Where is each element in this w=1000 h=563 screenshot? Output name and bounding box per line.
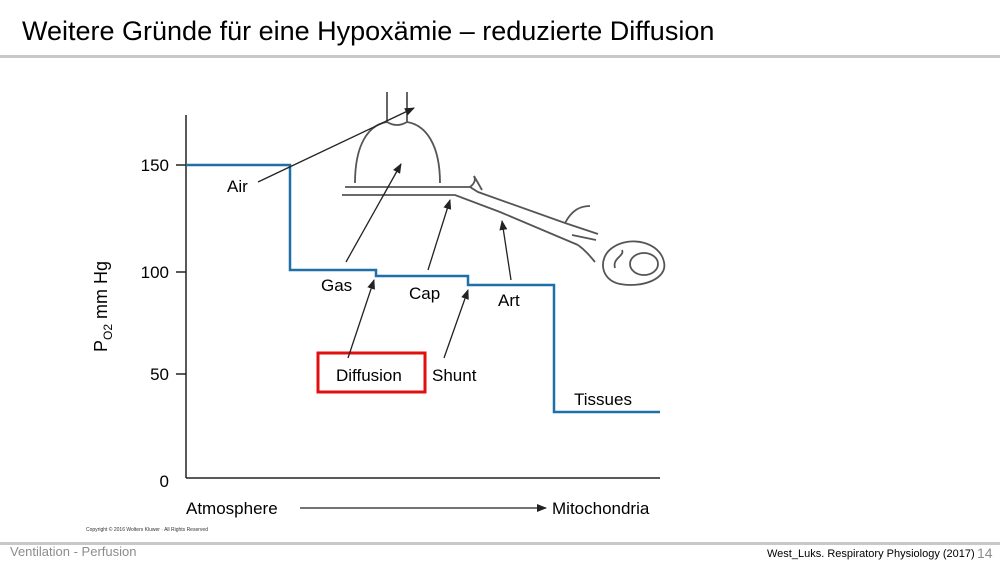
y-tick-label-50: 50: [150, 365, 169, 384]
figure-copyright: Copyright © 2016 Wolters Kluwer · All Ri…: [86, 527, 208, 533]
arrow-art: [499, 220, 512, 281]
label-art: Art: [498, 291, 520, 310]
y-tick-label-0: 0: [160, 472, 169, 491]
y-tick-label-150: 150: [141, 156, 169, 175]
arrow-shunt: [443, 289, 469, 359]
footer-divider: [0, 542, 1000, 545]
pointer-arrows: [257, 107, 547, 512]
y-axis-label: PO2 mm Hg: [91, 261, 115, 352]
arrow-diffusion: [347, 279, 375, 359]
label-gas: Gas: [321, 276, 352, 295]
label-air: Air: [227, 177, 248, 196]
alveolus-drawing: [342, 92, 599, 263]
page-number: 14: [977, 545, 993, 561]
diffusion-highlight-box: [316, 351, 427, 394]
x-label-mitochondria: Mitochondria: [552, 499, 650, 518]
y-tick-label-100: 100: [141, 263, 169, 282]
arrow-air: [257, 107, 415, 183]
tissue-cell-drawing: [602, 240, 666, 286]
footer-citation: West_Luks. Respiratory Physiology (2017): [767, 548, 975, 560]
label-diffusion: Diffusion: [336, 366, 402, 385]
po2-cascade-line: [186, 163, 660, 414]
y-axis-label-main: P: [91, 340, 111, 352]
slide-title: Weitere Gründe für eine Hypoxämie – redu…: [22, 16, 715, 46]
title-divider: [0, 55, 1000, 58]
y-axis-label-rest: mm Hg: [91, 261, 111, 324]
arrow-cap: [427, 199, 452, 271]
arrow-gas: [345, 163, 402, 263]
label-tissues: Tissues: [574, 390, 632, 409]
label-shunt: Shunt: [432, 366, 477, 385]
y-axis-label-sub: O2: [101, 324, 115, 340]
label-cap: Cap: [409, 284, 440, 303]
x-label-atmosphere: Atmosphere: [186, 499, 278, 518]
footer-section-label: Ventilation - Perfusion: [10, 544, 137, 559]
